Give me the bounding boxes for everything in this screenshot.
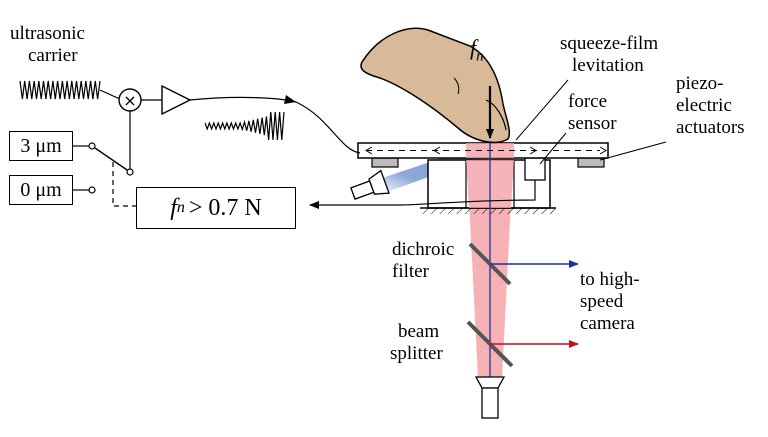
carrier-wire [99,89,123,101]
ultrasonic-label-line1: ultrasonic [10,23,85,44]
switch-option-0um: 0 μm [9,175,73,205]
drive-signal-wire [189,96,361,154]
piezo-actuator-right [577,157,605,168]
switch-contact-bottom [88,186,96,194]
squeeze-film-label-line2: levitation [572,55,644,76]
piezo-actuator-left [371,157,399,168]
high-speed-label-line3: camera [580,313,635,334]
lamp [350,169,390,200]
beam-splitter-label-line2: splitter [390,343,443,364]
force-subscript: n [476,48,484,65]
fingernail [485,99,507,131]
modulated-waveform [204,111,285,141]
force-sensor-label-line2: sensor [568,113,617,134]
multiplier-symbol: × [123,91,136,110]
leader-squeeze-film [515,79,569,141]
finger-crease [453,77,460,95]
piezo-label-line3: actuators [676,117,745,138]
piezo-label-line2: electric [676,95,732,116]
sensor-to-threshold-wire [309,180,536,209]
amplifier [161,84,192,116]
switch-contact-top [88,142,96,150]
force-symbol: f [470,35,477,60]
laser-source [474,376,506,419]
force-sensor-label-line1: force [568,91,608,112]
squeeze-film-label-line1: squeeze-film [560,33,659,54]
leader-force-sensor [539,132,567,165]
piezo-label-line1: piezo- [676,73,724,94]
threshold-symbol: f [170,194,177,221]
drive-signal-arrowhead [284,95,296,104]
finger [360,27,511,144]
force-label: fn [470,35,484,66]
leader-piezo [599,141,667,161]
carrier-waveform [19,80,101,100]
switch-pivot [126,168,134,176]
dichroic-label-line1: dichroic [392,239,455,260]
glass-plate [357,142,609,159]
ultrasonic-label-line2: carrier [28,45,78,66]
threshold-condition: > 0.7 N [188,194,262,221]
dichroic-label-line2: filter [392,261,429,282]
beam-splitter-label-line1: beam [398,321,440,342]
high-speed-label-line2: speed [580,291,624,312]
switch-blade [94,147,131,173]
high-speed-label-line1: to high- [580,269,640,290]
threshold-subscript: n [176,199,185,216]
switch-option-3um: 3 μm [9,131,73,161]
